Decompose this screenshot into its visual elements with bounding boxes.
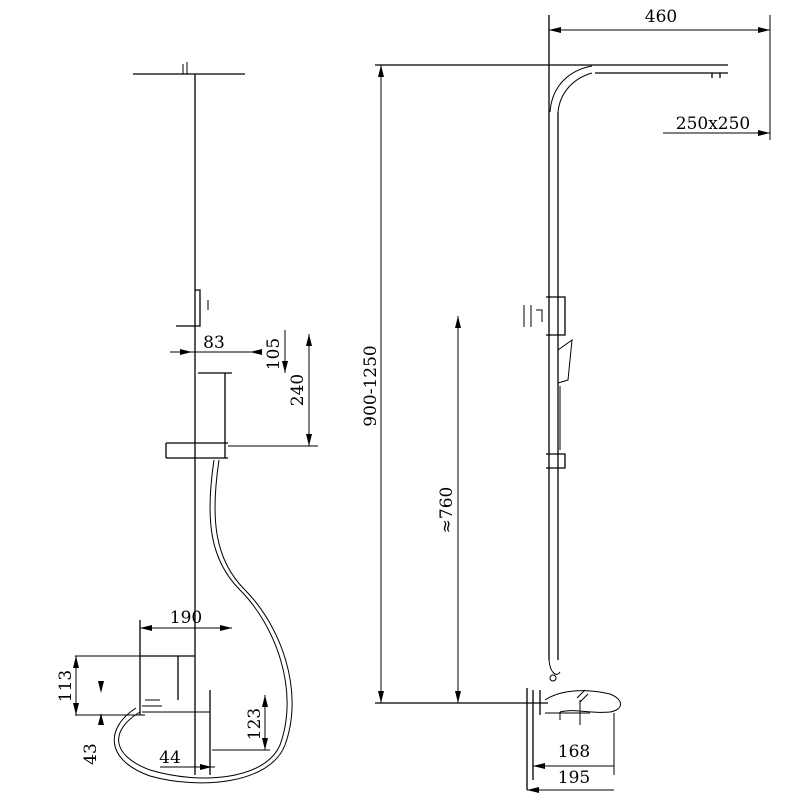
dim-43: 43 bbox=[81, 681, 104, 765]
front-holder-bracket bbox=[176, 289, 201, 327]
dim-123-arrow-top bbox=[262, 695, 268, 707]
dim-height-range-label: 900-1250 bbox=[361, 345, 381, 426]
dim-44-arrow bbox=[200, 764, 212, 770]
side-bottom-bend bbox=[548, 659, 561, 675]
dim-168: 168 bbox=[533, 742, 614, 769]
dim-190: 190 bbox=[140, 608, 232, 631]
side-arm-curve-inner bbox=[557, 72, 593, 113]
dim-height-range-arrow-bottom bbox=[378, 691, 384, 703]
dim-43-arrow-top bbox=[98, 681, 104, 693]
dim-44: 44 bbox=[159, 748, 212, 770]
side-holder bbox=[546, 296, 566, 336]
dim-105-arrow bbox=[282, 361, 288, 373]
dim-195-label: 195 bbox=[558, 768, 590, 788]
side-bottom-nut bbox=[549, 674, 557, 682]
dim-slide-height: ≈760 bbox=[437, 316, 461, 703]
dim-83-label: 83 bbox=[203, 333, 225, 353]
dim-head-size-label: 250x250 bbox=[676, 114, 750, 134]
side-mixer-lever bbox=[544, 690, 621, 713]
dim-slide-height-arrow-bottom bbox=[455, 691, 461, 703]
front-valve-bar bbox=[165, 442, 228, 459]
dim-105-label: 105 bbox=[264, 338, 284, 370]
dim-460: 460 bbox=[549, 7, 771, 140]
front-mixer-body bbox=[139, 620, 211, 775]
front-hose-inner bbox=[113, 459, 293, 784]
dim-168-label: 168 bbox=[558, 742, 590, 762]
dim-460-arrow-left bbox=[549, 27, 561, 33]
dim-123-arrow-bottom bbox=[262, 738, 268, 750]
dim-head-size-arrow bbox=[758, 130, 770, 136]
side-riser-pipe bbox=[548, 15, 559, 660]
side-head-plate bbox=[595, 72, 728, 78]
side-hand-shower bbox=[557, 338, 573, 384]
front-hose-outer bbox=[118, 459, 288, 779]
front-diverter-body bbox=[198, 372, 232, 458]
dim-240-arrow-bottom bbox=[306, 434, 312, 446]
dim-head-size: 250x250 bbox=[663, 114, 770, 136]
dim-83-arrow-left bbox=[180, 349, 192, 355]
side-holder-clip bbox=[523, 305, 543, 327]
front-113-extension bbox=[75, 655, 145, 716]
side-mixer-handle bbox=[576, 689, 589, 703]
dim-123: 123 bbox=[245, 695, 268, 750]
side-view bbox=[375, 15, 728, 790]
dim-195-arrow bbox=[527, 787, 539, 793]
front-mixer-outlet bbox=[142, 699, 210, 713]
dim-44-label: 44 bbox=[159, 748, 181, 768]
dim-240-arrow-top bbox=[306, 334, 312, 346]
dim-43-label: 43 bbox=[81, 743, 101, 765]
dim-190-label: 190 bbox=[170, 608, 202, 628]
dim-113-label: 113 bbox=[56, 670, 76, 702]
dim-105: 105 bbox=[264, 330, 288, 373]
dim-460-arrow-right bbox=[758, 27, 770, 33]
dim-168-arrow bbox=[533, 763, 545, 769]
dim-240-label: 240 bbox=[288, 374, 308, 406]
side-mixer-spout bbox=[545, 700, 590, 725]
dim-460-label: 460 bbox=[645, 7, 677, 27]
dim-83-arrow-right bbox=[250, 349, 262, 355]
dim-113-arrow-bottom bbox=[73, 703, 79, 715]
dim-190-arrow-left bbox=[140, 625, 152, 631]
dim-43-arrow-bottom bbox=[98, 713, 104, 725]
front-head-connector bbox=[182, 62, 188, 74]
dim-195: 195 bbox=[527, 768, 614, 793]
dim-height-range-arrow-top bbox=[378, 65, 384, 77]
dim-83: 83 bbox=[170, 333, 262, 355]
dim-123-label: 123 bbox=[245, 708, 265, 740]
side-slider bbox=[546, 453, 566, 469]
front-view bbox=[75, 62, 318, 784]
dim-190-arrow-right bbox=[220, 625, 232, 631]
dim-slide-height-arrow-top bbox=[455, 316, 461, 328]
dim-slide-height-label: ≈760 bbox=[437, 487, 457, 534]
side-mixer-body bbox=[526, 688, 541, 790]
side-arm-curve-outer bbox=[549, 65, 593, 113]
dim-240: 240 bbox=[288, 334, 312, 446]
dim-113: 113 bbox=[56, 656, 79, 715]
dim-113-arrow-top bbox=[73, 656, 79, 668]
dim-height-range: 900-1250 bbox=[361, 65, 384, 703]
